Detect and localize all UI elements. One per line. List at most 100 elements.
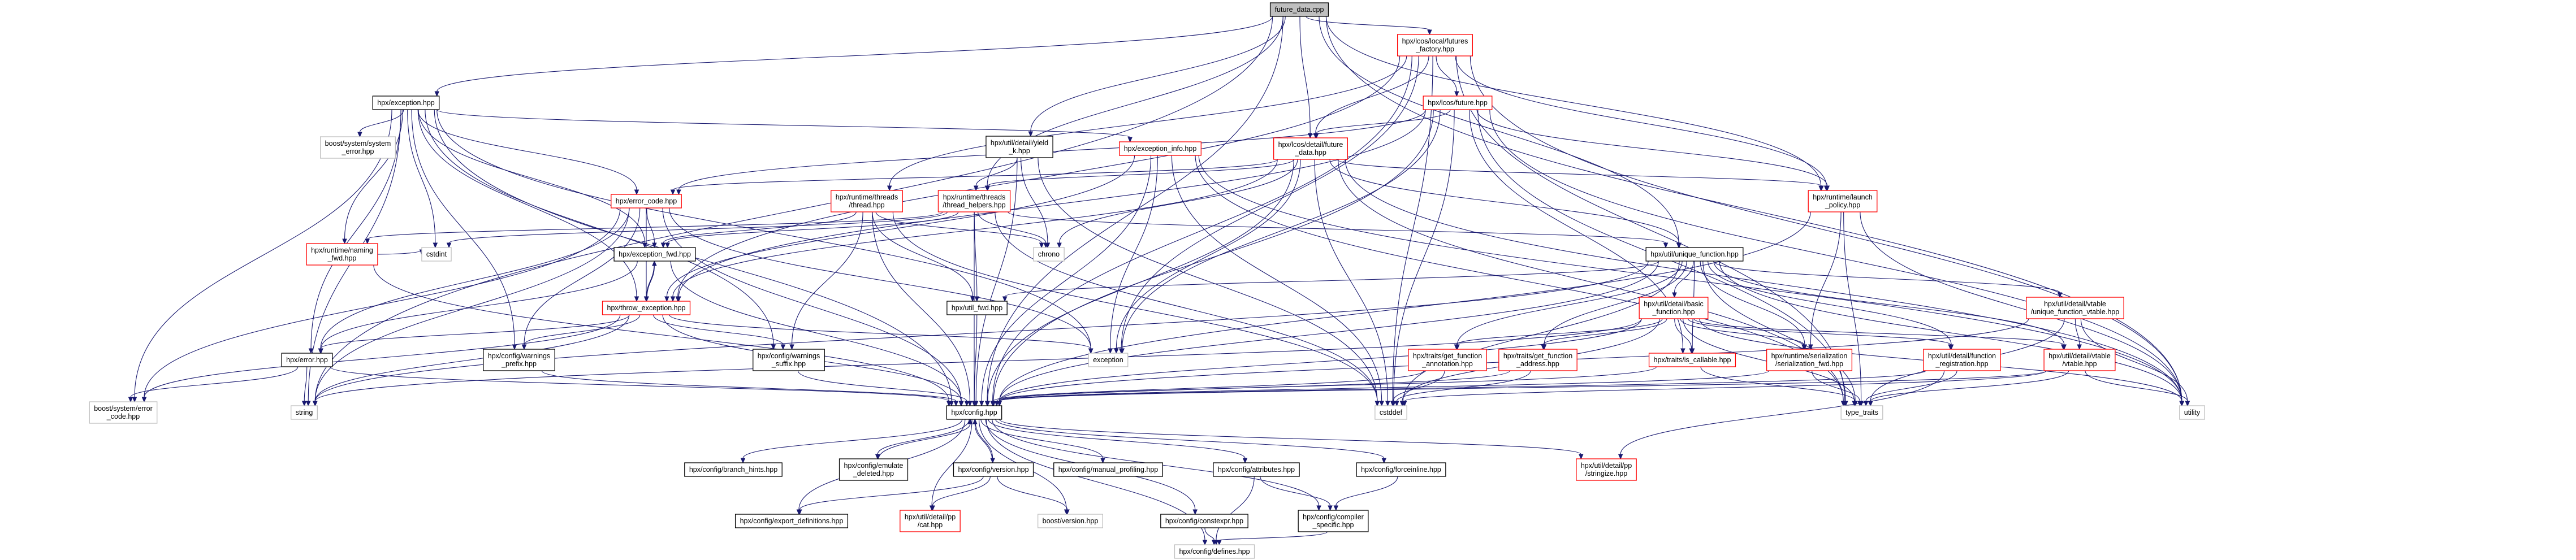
edge-root-to-exception-hpp <box>436 16 1273 92</box>
edge-arrowhead <box>953 401 959 407</box>
edge-root-to-lcos-future-factory <box>1306 16 1430 31</box>
node-vtable-hpp[interactable]: hpx/util/detail/vtable/vtable.hpp <box>2043 349 2116 371</box>
node-label: /serialization_fwd.hpp <box>1775 360 1843 368</box>
node-config-version[interactable]: hpx/config/version.hpp <box>953 462 1034 477</box>
node-util-cat[interactable]: hpx/util/detail/pp/cat.hpp <box>900 510 961 532</box>
node-config-hpp[interactable]: hpx/config.hpp <box>946 405 1002 420</box>
edge-arrowhead <box>964 401 970 407</box>
edge-arrowhead <box>1454 344 1459 350</box>
node-serialization-fwd[interactable]: hpx/runtime/serialization/serialization_… <box>1766 349 1853 371</box>
edge-arrowhead <box>958 401 964 407</box>
node-box <box>291 405 318 420</box>
node-exception-std: exception <box>1088 353 1129 367</box>
node-rt-threads-helpers[interactable]: hpx/runtime/threads/thread_helpers.hpp <box>937 190 1011 212</box>
node-config-warnings-prefix[interactable]: hpx/config/warnings_prefix.hpp <box>483 349 555 371</box>
node-rt-naming-fwd[interactable]: hpx/runtime/naming_fwd.hpp <box>306 243 378 266</box>
node-box <box>1397 34 1473 57</box>
node-label: _prefix.hpp <box>501 360 537 368</box>
node-config-manual-profiling[interactable]: hpx/config/manual_profiling.hpp <box>1053 462 1163 477</box>
edge-rt-threads-thread-to-cstddef <box>892 211 1378 402</box>
edge-arrowhead <box>973 185 979 192</box>
edge-config-hpp-to-config-emulate-deleted <box>877 419 970 455</box>
node-lcos-future[interactable]: hpx/lcos/future.hpp <box>1423 95 1493 110</box>
node-box <box>1645 247 1744 262</box>
node-util-unique-function[interactable]: hpx/util/unique_function.hpp <box>1645 247 1744 262</box>
edge-lcos-future-to-exception-std <box>1122 109 1441 349</box>
node-util-stringize[interactable]: hpx/util/detail/pp/stringize.hpp <box>1576 458 1637 481</box>
edge-arrowhead <box>313 401 318 407</box>
edge-rt-threads-helpers-to-util-fwd <box>974 211 978 297</box>
edge-exception-hpp-to-boost-error-code <box>134 109 392 398</box>
node-exception-fwd[interactable]: hpx/exception_fwd.hpp <box>613 247 696 262</box>
node-config-branch-hints[interactable]: hpx/config/branch_hints.hpp <box>684 462 783 477</box>
node-rt-threads-thread[interactable]: hpx/runtime/threads/thread.hpp <box>831 190 903 212</box>
edge-arrowhead <box>1314 133 1319 139</box>
node-box <box>734 514 849 528</box>
node-box <box>1498 349 1577 371</box>
node-util-unique-vtable[interactable]: hpx/util/detail/vtable/unique_function_v… <box>2026 297 2124 319</box>
edge-arrowhead <box>985 185 991 192</box>
node-box <box>953 462 1034 477</box>
node-label: chrono <box>1038 250 1060 258</box>
edge-arrowhead <box>1948 344 1953 350</box>
node-label: hpx/config/export_definitions.hpp <box>740 517 844 525</box>
node-label: hpx/util/detail/basic <box>1644 300 1704 308</box>
node-traits-get-function-address[interactable]: hpx/traits/get_function_address.hpp <box>1498 349 1577 371</box>
edge-arrowhead <box>365 238 370 245</box>
edge-arrowhead <box>433 242 438 249</box>
node-exception-info[interactable]: hpx/exception_info.hpp <box>1119 141 1201 156</box>
node-label: hpx/lcos/detail/future <box>1278 141 1343 149</box>
node-config-constexpr[interactable]: hpx/config/constexpr.hpp <box>1160 514 1248 528</box>
edge-arrowhead <box>128 397 133 403</box>
node-box <box>1766 349 1853 371</box>
node-error-hpp[interactable]: hpx/error.hpp <box>281 353 333 367</box>
node-lcos-future-factory[interactable]: hpx/lcos/local/futures_factory.hpp <box>1397 34 1473 57</box>
node-util-basic-function[interactable]: hpx/util/detail/basic_function.hpp <box>1639 297 1709 319</box>
edge-arrowhead <box>1065 509 1070 515</box>
edge-throw-exception-to-boost-error-code <box>144 314 621 398</box>
node-util-yield[interactable]: hpx/util/detail/yield_k.hpp <box>986 136 1053 158</box>
edge-error-hpp-to-boost-error-code <box>130 366 299 398</box>
node-box <box>1576 458 1637 481</box>
node-label: _k.hpp <box>1008 147 1030 155</box>
edge-rt-launch-policy-to-type-traits <box>1843 211 1862 402</box>
edge-rt-threads-helpers-to-exception-fwd <box>667 211 959 244</box>
edge-lcos-future-data-to-chrono <box>1058 159 1298 244</box>
edge-lcos-future-factory-to-lcos-future <box>1436 55 1457 92</box>
edge-arrowhead <box>1454 91 1459 97</box>
node-label: hpx/util_fwd.hpp <box>952 304 1002 312</box>
edge-arrowhead <box>670 296 676 302</box>
node-traits-get-function-annotation[interactable]: hpx/traits/get_function_annotation.hpp <box>1408 349 1487 371</box>
edge-util-unique-function-to-type-traits <box>1702 261 1856 402</box>
node-error-code[interactable]: hpx/error_code.hpp <box>611 194 682 209</box>
node-rt-launch-policy[interactable]: hpx/runtime/launch_policy.hpp <box>1808 190 1878 212</box>
edge-util-unique-function-to-config-hpp <box>999 261 1659 402</box>
edge-exception-hpp-to-error-code <box>417 109 637 190</box>
edge-arrowhead <box>308 348 314 354</box>
node-box <box>1174 544 1255 559</box>
node-label: hpx/runtime/threads <box>943 193 1005 201</box>
edge-arrowhead <box>1680 348 1685 354</box>
node-config-compiler-specific[interactable]: hpx/config/compiler_specific.hpp <box>1298 510 1369 532</box>
edge-arrowhead <box>1840 401 1846 407</box>
node-lcos-future-data[interactable]: hpx/lcos/detail/future_data.hpp <box>1273 137 1348 160</box>
node-config-emulate-deleted[interactable]: hpx/config/emulate_deleted.hpp <box>839 458 909 481</box>
node-label: _data.hpp <box>1294 149 1326 157</box>
node-config-export-definitions[interactable]: hpx/config/export_definitions.hpp <box>734 514 849 528</box>
node-function-registration[interactable]: hpx/util/detail/function_registration.hp… <box>1923 349 2001 371</box>
edge-arrowhead <box>1385 401 1390 407</box>
node-config-forceinline[interactable]: hpx/config/forceinline.hpp <box>1356 462 1446 477</box>
node-config-attributes[interactable]: hpx/config/attributes.hpp <box>1213 462 1300 477</box>
edge-arrowhead <box>1618 454 1623 460</box>
node-util-fwd[interactable]: hpx/util_fwd.hpp <box>946 301 1008 315</box>
edge-error-code-to-config-hpp <box>662 207 962 402</box>
node-box <box>684 462 783 477</box>
edge-error-code-to-exception-std <box>669 207 1091 349</box>
edge-exception-fwd-to-error-hpp <box>321 261 638 349</box>
node-box <box>1648 353 1736 367</box>
node-throw-exception[interactable]: hpx/throw_exception.hpp <box>602 301 691 315</box>
node-traits-is-callable[interactable]: hpx/traits/is_callable.hpp <box>1648 353 1736 367</box>
node-exception-hpp[interactable]: hpx/exception.hpp <box>372 95 440 110</box>
node-config-warnings-suffix[interactable]: hpx/config/warnings_suffix.hpp <box>753 349 825 371</box>
node-root[interactable]: future_data.cpp <box>1269 2 1329 17</box>
